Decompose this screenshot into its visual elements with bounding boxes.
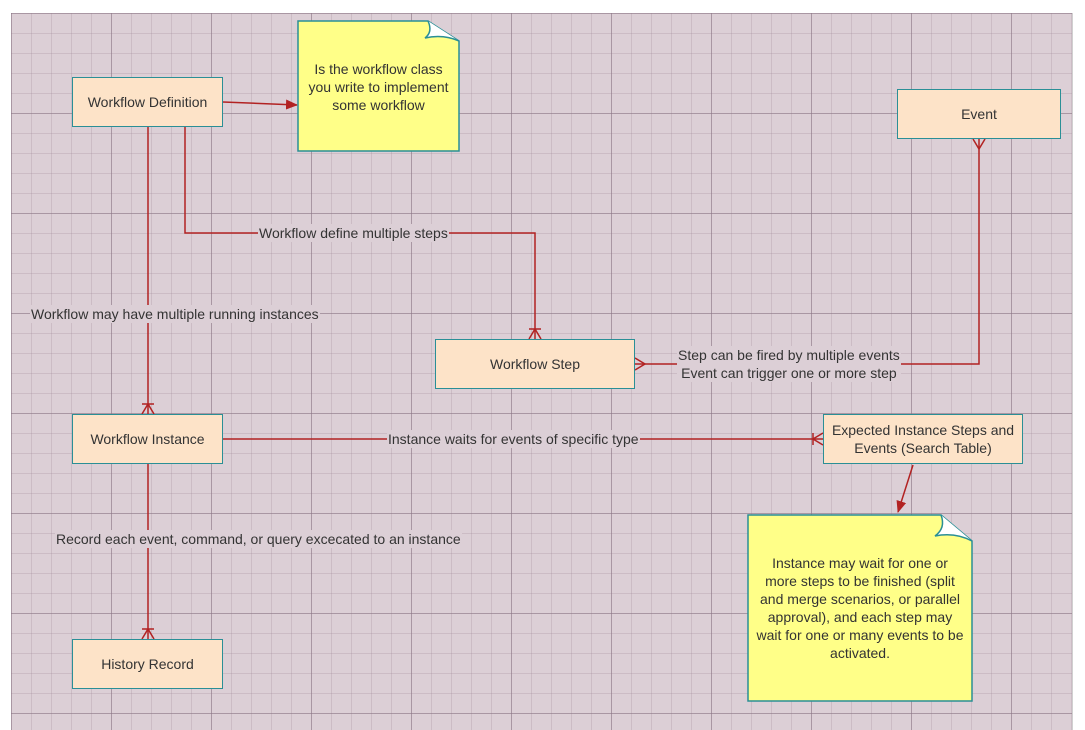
- node-workflow-instance-label: Workflow Instance: [90, 431, 205, 447]
- node-workflow-definition[interactable]: Workflow Definition: [72, 77, 223, 127]
- edge-label-step-events: Step can be fired by multiple events Eve…: [677, 346, 901, 382]
- edge-label-instance-waits: Instance waits for events of specific ty…: [387, 430, 640, 448]
- node-workflow-definition-label: Workflow Definition: [87, 94, 208, 110]
- edge-step-events: [635, 139, 980, 365]
- note-instance-shape: [747, 514, 973, 702]
- edge-label-record-each: Record each event, command, or query exc…: [55, 530, 462, 548]
- crowsfoot-step-right: [634, 357, 647, 371]
- node-history-record[interactable]: History Record: [72, 639, 223, 689]
- node-expected-steps-line2: Events (Search Table): [854, 440, 992, 456]
- crowsfoot-expected-left: [811, 432, 824, 446]
- note-instance[interactable]: Instance may wait for one or more steps …: [747, 514, 973, 702]
- note-definition-line1: Is the workflow class: [314, 61, 443, 77]
- note-definition-shape: [297, 20, 460, 152]
- note-definition-line3: some workflow: [332, 97, 425, 113]
- crowsfoot-event-bottom: [972, 138, 986, 151]
- note-instance-line2: more steps to be finished (split: [765, 573, 955, 589]
- note-definition-line2: you write to implement: [308, 79, 449, 95]
- node-workflow-instance[interactable]: Workflow Instance: [72, 414, 223, 464]
- node-event-label: Event: [961, 106, 997, 122]
- node-event[interactable]: Event: [897, 89, 1061, 139]
- note-instance-line6: activated.: [830, 645, 890, 661]
- edge-expected-note: [896, 464, 914, 513]
- edge-label-step-events-line2: Event can trigger one or more step: [681, 365, 897, 381]
- note-instance-line3: and merge scenarios, or parallel: [760, 591, 960, 607]
- note-instance-line4: approval), and each step may: [767, 609, 953, 625]
- node-history-record-label: History Record: [101, 656, 194, 672]
- note-instance-line5: wait for one or many events to be: [756, 627, 964, 643]
- note-instance-line1: Instance may wait for one or: [772, 555, 948, 571]
- edge-definition-note: [222, 99, 298, 110]
- node-workflow-step[interactable]: Workflow Step: [435, 339, 635, 389]
- edge-label-define-steps: Workflow define multiple steps: [258, 224, 449, 242]
- node-expected-steps-line1: Expected Instance Steps and: [831, 422, 1015, 438]
- note-definition[interactable]: Is the workflow class you write to imple…: [297, 20, 460, 152]
- crowsfoot-history-top: [141, 627, 155, 640]
- node-expected-steps[interactable]: Expected Instance Steps and Events (Sear…: [823, 414, 1023, 464]
- node-workflow-step-label: Workflow Step: [490, 356, 580, 372]
- crowsfoot-instance-top: [141, 402, 155, 415]
- crowsfoot-step-top: [528, 327, 542, 340]
- edge-label-running-instances: Workflow may have multiple running insta…: [30, 305, 320, 323]
- edge-label-step-events-line1: Step can be fired by multiple events: [678, 347, 900, 363]
